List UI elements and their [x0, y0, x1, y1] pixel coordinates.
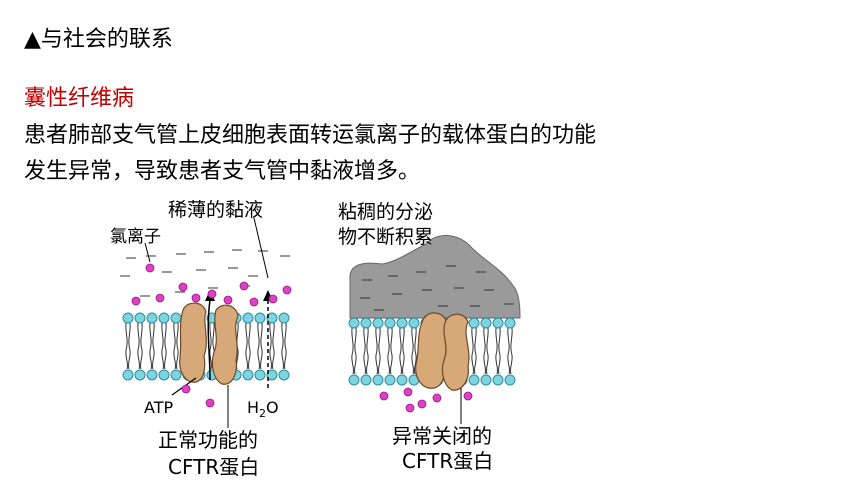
chloride-ion-label: 氯离子 [110, 227, 161, 247]
disease-name: 囊性纤维病 [24, 86, 135, 111]
section-heading: ▲与社会的联系 [24, 24, 173, 56]
thick-mucus-texture [360, 265, 514, 311]
thick-mucus [349, 235, 521, 319]
leader-line [144, 242, 151, 263]
normal-caption-line1: 正常功能的 [158, 428, 258, 452]
thick-mucus-label-line1: 粘稠的分泌 [338, 201, 433, 223]
description-line: 发生异常，导致患者支气管中黏液增多。 [24, 159, 421, 184]
water-label: H2O [247, 398, 279, 420]
description: 患者肺部支气管上皮细胞表面转运氯离子的载体蛋白的功能 发生异常，导致患者支气管中… [24, 118, 596, 190]
cftr-protein-closed [415, 312, 470, 391]
thick-mucus-label-line2: 物不断积累 [338, 226, 433, 248]
normal-caption-line2: CFTR蛋白 [168, 455, 259, 479]
atp-label: ATP [144, 398, 173, 417]
description-line: 患者肺部支气管上皮细胞表面转运氯离子的载体蛋白的功能 [24, 123, 597, 148]
section-heading-text: 与社会的联系 [40, 27, 173, 52]
thin-mucus [120, 249, 290, 297]
chloride-ions [379, 387, 473, 413]
triangle-icon: ▲ [24, 27, 41, 52]
abnormal-caption-line2: CFTR蛋白 [402, 449, 493, 473]
leader-line [253, 217, 269, 279]
cftr-protein-open [179, 302, 239, 385]
abnormal-panel: 粘稠的分泌 物不断积累 异常关闭的 CFTR蛋白 [338, 201, 521, 473]
thin-mucus-label: 稀薄的黏液 [168, 199, 263, 221]
abnormal-caption-line1: 异常关闭的 [392, 424, 492, 448]
chloride-transport-arrow [207, 299, 211, 381]
chloride-ions [131, 263, 292, 408]
normal-panel: 稀薄的黏液 氯离子 ATP H2O 正常功能的 CFTR蛋白 [110, 199, 292, 479]
